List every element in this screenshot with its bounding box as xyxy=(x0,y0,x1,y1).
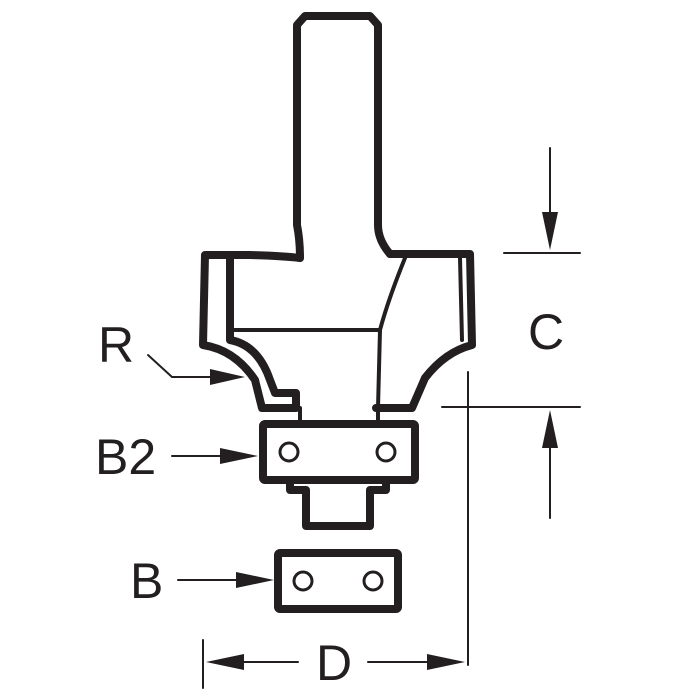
bearing-b2-hole-left xyxy=(278,441,300,463)
label-b2: B2 xyxy=(95,429,156,485)
arrowhead-c-up xyxy=(542,410,558,448)
bearing-nut xyxy=(286,476,390,530)
label-r: R xyxy=(98,317,134,373)
cutter-body xyxy=(199,251,304,412)
arrowhead-d-left xyxy=(206,654,244,670)
leader-r xyxy=(147,354,213,378)
bearing-b2-hole-right xyxy=(375,441,397,463)
cutter-inner-right xyxy=(376,256,407,410)
arrowhead-d-right xyxy=(427,654,465,670)
bearing-b xyxy=(274,549,402,613)
bearing-b2 xyxy=(259,420,419,484)
shank xyxy=(293,12,394,262)
arrowhead-b xyxy=(236,572,274,588)
cutter-inner-right-edge xyxy=(458,256,464,342)
bearing-b-hole-right xyxy=(362,570,384,592)
label-b: B xyxy=(130,553,163,609)
spindle-neck xyxy=(298,406,380,424)
arrowhead-r xyxy=(210,369,245,385)
cutter-body-right xyxy=(372,250,476,412)
bearing-b-hole-left xyxy=(292,570,314,592)
label-c: C xyxy=(528,304,564,360)
label-d: D xyxy=(316,635,352,691)
arrowhead-b2 xyxy=(220,448,258,464)
arrowhead-c-down xyxy=(542,212,558,250)
